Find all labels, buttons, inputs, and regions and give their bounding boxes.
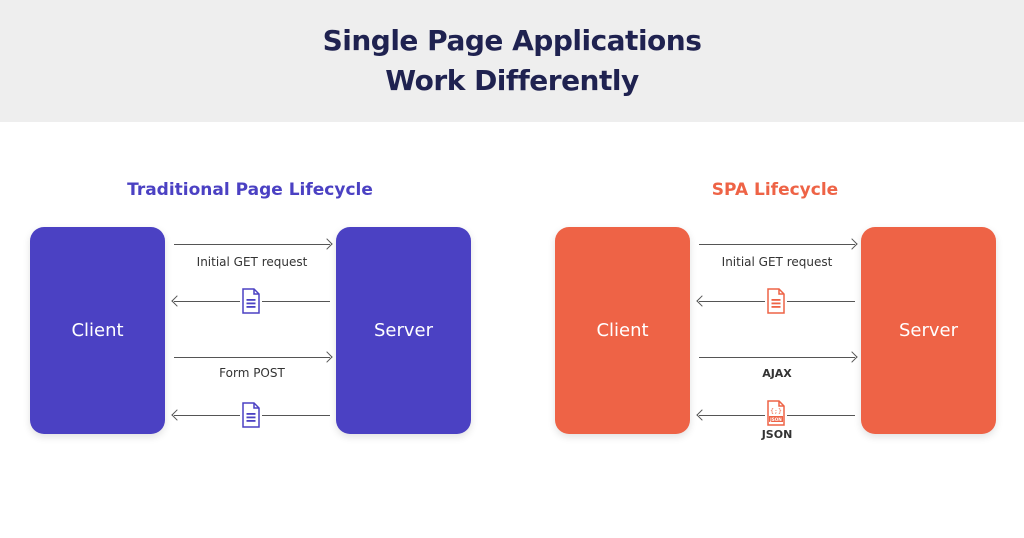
traditional-server-box: Server [336, 227, 471, 434]
traditional-client-label: Client [71, 320, 124, 341]
traditional-client-box: Client [30, 227, 165, 434]
flow-label: Initial GET request [196, 255, 308, 269]
spa-lifecycle-panel: SPA Lifecycle Client Server Initial GET … [545, 172, 1005, 472]
spa-lifecycle-title: SPA Lifecycle [711, 180, 839, 200]
traditional-lifecycle-title: Traditional Page Lifecycle [127, 180, 373, 200]
arrow-right-icon [699, 357, 855, 358]
page-title-line-1: Single Page Applications [322, 24, 702, 57]
document-icon [240, 402, 262, 428]
json-icon-text: JSON [769, 417, 782, 422]
flow-label: AJAX [762, 367, 792, 380]
flow-label: JSON [761, 428, 793, 441]
arrow-right-icon [174, 244, 330, 245]
spa-client-label: Client [596, 320, 649, 341]
svg-text:{;}: {;} [770, 407, 782, 415]
spa-client-box: Client [555, 227, 690, 434]
spa-server-label: Server [898, 320, 959, 341]
spa-server-box: Server [861, 227, 996, 434]
flow-label: Form POST [219, 366, 285, 380]
flow-label: Initial GET request [721, 255, 833, 269]
arrow-right-icon [174, 357, 330, 358]
json-file-icon: {;} JSON [765, 400, 787, 426]
document-icon [240, 288, 262, 314]
traditional-lifecycle-panel: Traditional Page Lifecycle Client Server… [20, 172, 480, 472]
document-icon [765, 288, 787, 314]
page-title-line-2: Work Differently [385, 64, 639, 97]
traditional-server-label: Server [373, 320, 434, 341]
header-banner: Single Page Applications Work Differentl… [0, 0, 1024, 122]
arrow-right-icon [699, 244, 855, 245]
